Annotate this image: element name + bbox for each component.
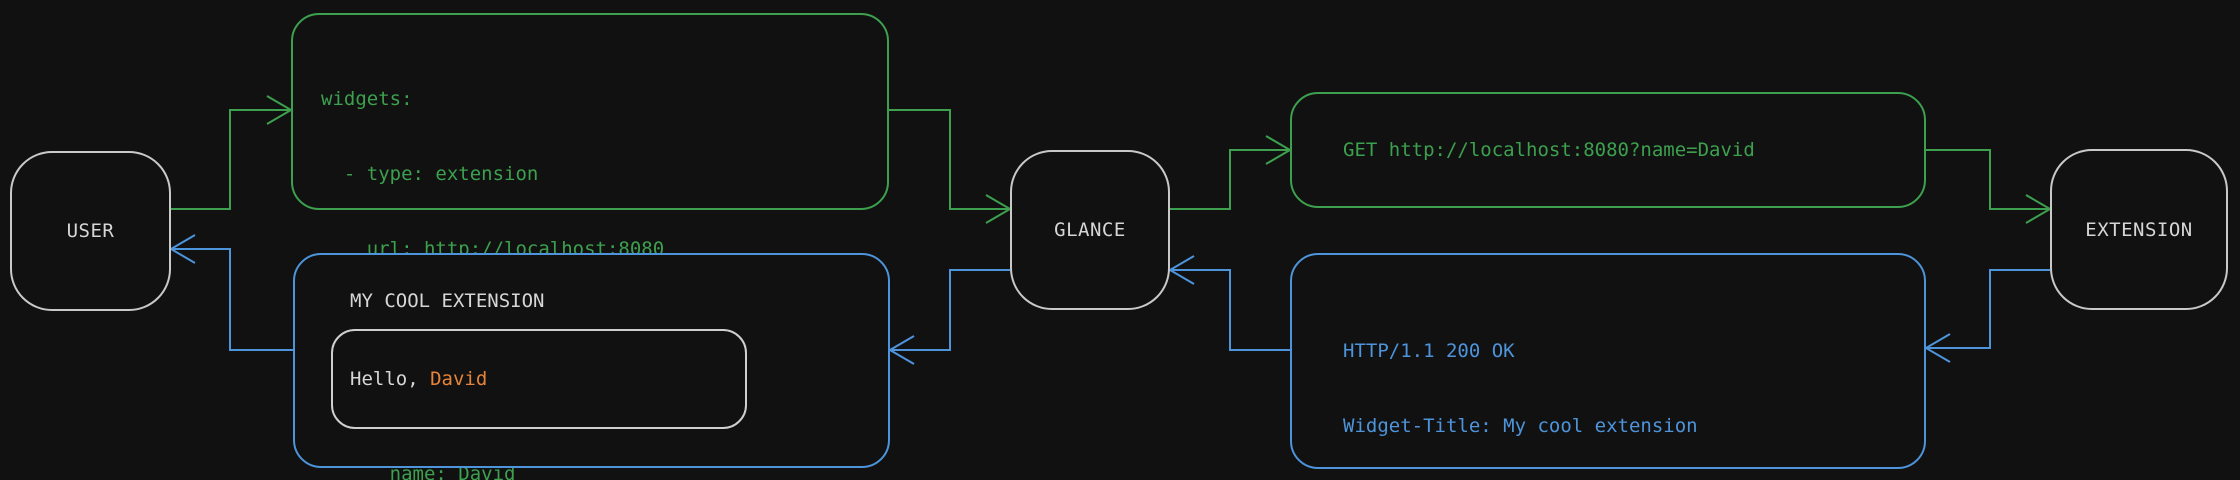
arrow-glance-to-request xyxy=(1170,135,1292,210)
response-line: Widget-Title: My cool extension xyxy=(1343,415,1698,437)
node-extension-label: EXTENSION xyxy=(2085,218,2193,241)
response-box: HTTP/1.1 200 OK Widget-Title: My cool ex… xyxy=(1290,253,1926,469)
arrow-user-to-config xyxy=(171,95,293,210)
arrow-config-to-glance xyxy=(889,109,1012,224)
greeting-text: Hello, David xyxy=(350,367,487,392)
node-glance: GLANCE xyxy=(1010,150,1170,310)
greeting-box: Hello, David xyxy=(331,329,747,429)
arrow-glance-to-widget xyxy=(888,269,1010,365)
node-glance-label: GLANCE xyxy=(1054,219,1126,241)
greeting-prefix: Hello, xyxy=(350,368,431,390)
widget-title: MY COOL EXTENSION xyxy=(350,290,545,312)
node-user: USER xyxy=(10,151,171,311)
arrow-request-to-extension xyxy=(1926,149,2052,224)
widget-preview-box: MY COOL EXTENSION Hello, David xyxy=(293,253,890,468)
config-box: widgets: - type: extension url: http://l… xyxy=(291,13,889,480)
greeting-name: David xyxy=(430,368,488,390)
response-line: HTTP/1.1 200 OK xyxy=(1343,340,1515,362)
arrow-response-to-glance xyxy=(1168,255,1290,351)
config-line: widgets: xyxy=(321,88,413,110)
config-line: - type: extension xyxy=(321,163,539,185)
request-line: GET http://localhost:8080?name=David xyxy=(1343,138,1755,161)
request-box: GET http://localhost:8080?name=David xyxy=(1290,92,1926,208)
node-extension: EXTENSION xyxy=(2050,149,2228,310)
node-user-label: USER xyxy=(66,220,115,242)
response-code: HTTP/1.1 200 OK Widget-Title: My cool ex… xyxy=(1343,289,1881,480)
arrow-extension-to-response xyxy=(1924,269,2050,363)
arrow-widget-to-user xyxy=(169,234,293,351)
